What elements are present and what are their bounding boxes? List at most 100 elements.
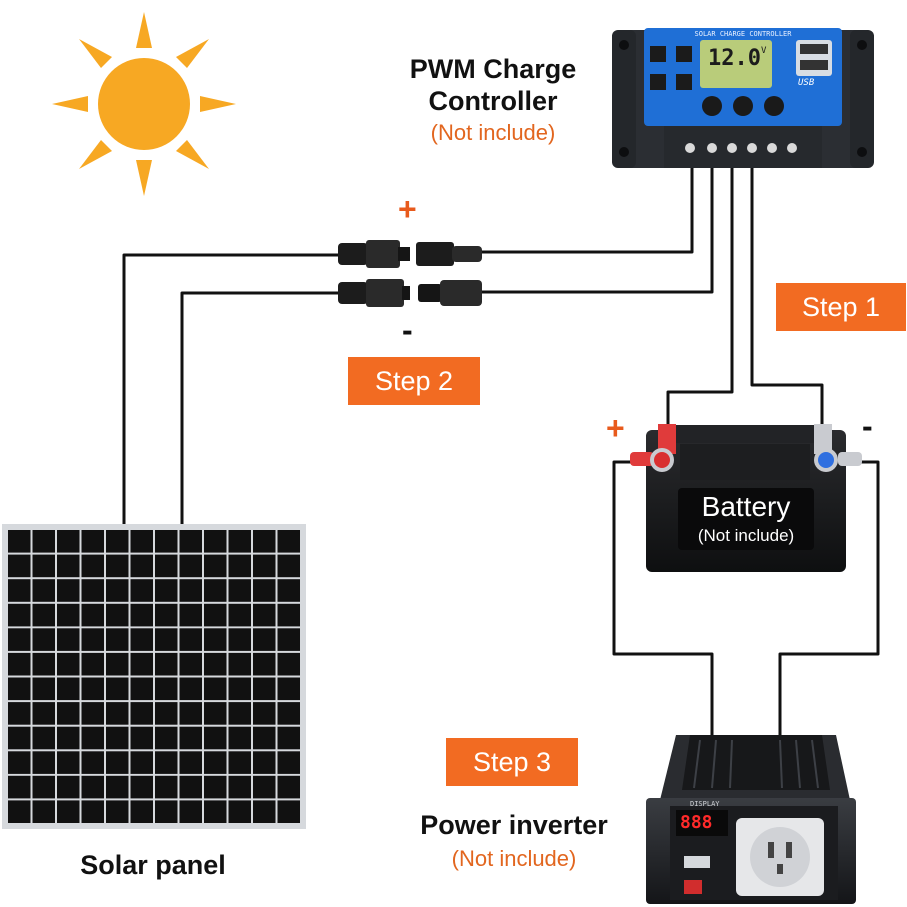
solar-cell: [106, 775, 129, 799]
solar-cell: [106, 800, 129, 823]
controller-header-text: SOLAR CHARGE CONTROLLER: [694, 30, 792, 38]
solar-cell: [32, 726, 55, 750]
inverter-usb-port-icon: [684, 856, 710, 868]
solar-cell: [253, 652, 276, 676]
step3-badge-bg: [446, 738, 578, 786]
solar-cell: [130, 702, 153, 725]
solar-cell: [130, 775, 153, 799]
battery-positive-terminal: [630, 424, 676, 472]
solar-cell: [204, 554, 227, 578]
solar-cell: [106, 726, 129, 750]
solar-panel: [2, 524, 306, 829]
solar-cell: [155, 726, 178, 750]
solar-cell: [32, 800, 55, 823]
solar-cell: [106, 652, 129, 676]
solar-cell: [228, 579, 251, 602]
battery-negative-terminal: [814, 424, 862, 472]
solar-cell: [253, 800, 276, 823]
solar-cell: [277, 775, 300, 799]
controller-title-line2: Controller: [428, 86, 558, 116]
battery-minus-sign: -: [862, 408, 873, 444]
solar-cell: [57, 726, 80, 750]
solar-cell: [155, 554, 178, 578]
solar-cell: [57, 800, 80, 823]
solar-cell: [8, 628, 31, 651]
controller-button-middle: [733, 96, 753, 116]
controller-pv-positive-wire: [480, 168, 694, 254]
solar-cell: [106, 554, 129, 578]
mc4-connectors: [338, 240, 482, 307]
battery-inverter-negative-wire: [778, 460, 880, 735]
solar-cell: [253, 530, 276, 553]
controller-title-line1: PWM Charge: [409, 54, 577, 84]
solar-cell: [8, 702, 31, 725]
solar-cell: [57, 628, 80, 651]
solar-cell: [81, 677, 104, 701]
solar-cell: [155, 579, 178, 602]
solar-cell: [32, 775, 55, 799]
mc4-negative-male-connector: [338, 279, 410, 307]
solar-cell: [106, 603, 129, 627]
controller-pv-negative-wire: [480, 168, 714, 294]
battery-label: Battery: [701, 491, 791, 522]
solar-cell: [130, 554, 153, 578]
solar-cell: [106, 677, 129, 701]
solar-cell: [277, 628, 300, 651]
controller-battery-positive-wire: [666, 168, 734, 430]
solar-cell: [155, 530, 178, 553]
solar-cell: [8, 775, 31, 799]
solar-cell: [228, 726, 251, 750]
solar-cell: [155, 775, 178, 799]
solar-cell: [32, 579, 55, 602]
solar-cell: [81, 726, 104, 750]
solar-cell: [57, 751, 80, 774]
solar-cell: [81, 775, 104, 799]
solar-cell: [253, 628, 276, 651]
solar-cell: [155, 603, 178, 627]
wires: [122, 168, 880, 735]
solar-cell: [155, 628, 178, 651]
solar-cell: [204, 702, 227, 725]
connector-plus-sign: +: [398, 191, 417, 227]
solar-cell: [277, 702, 300, 725]
solar-cell: [253, 751, 276, 774]
mc4-positive-male-connector: [338, 240, 410, 268]
sun-icon: [52, 12, 236, 196]
solar-cell: [179, 652, 202, 676]
panel-negative-wire: [180, 291, 345, 525]
solar-cell: [8, 530, 31, 553]
solar-cell: [81, 702, 104, 725]
solar-cell: [277, 603, 300, 627]
solar-cell: [81, 628, 104, 651]
solar-panel-title: Solar panel: [80, 850, 226, 880]
solar-cell: [204, 751, 227, 774]
solar-cell: [8, 579, 31, 602]
solar-cell: [130, 800, 153, 823]
solar-cell: [32, 702, 55, 725]
solar-cell: [81, 800, 104, 823]
solar-cell: [155, 702, 178, 725]
solar-cell: [130, 530, 153, 553]
solar-cell: [277, 726, 300, 750]
step1-badge-bg: [776, 283, 906, 331]
solar-cell: [179, 554, 202, 578]
solar-cell: [204, 628, 227, 651]
solar-cell: [81, 751, 104, 774]
solar-cell: [32, 530, 55, 553]
solar-cell: [81, 579, 104, 602]
solar-cell: [228, 775, 251, 799]
controller-lcd: [700, 40, 772, 88]
solar-cell: [106, 702, 129, 725]
solar-cell: [179, 579, 202, 602]
controller-lcd-unit: V: [761, 46, 767, 56]
controller-button-right: [764, 96, 784, 116]
solar-cell: [228, 554, 251, 578]
solar-cell: [277, 554, 300, 578]
step1-badge: Step 1: [801, 292, 881, 322]
solar-cell: [179, 628, 202, 651]
battery-plus-sign: +: [606, 410, 625, 446]
solar-cell: [57, 775, 80, 799]
solar-cell: [179, 726, 202, 750]
step3-badge: Step 3: [472, 747, 552, 777]
